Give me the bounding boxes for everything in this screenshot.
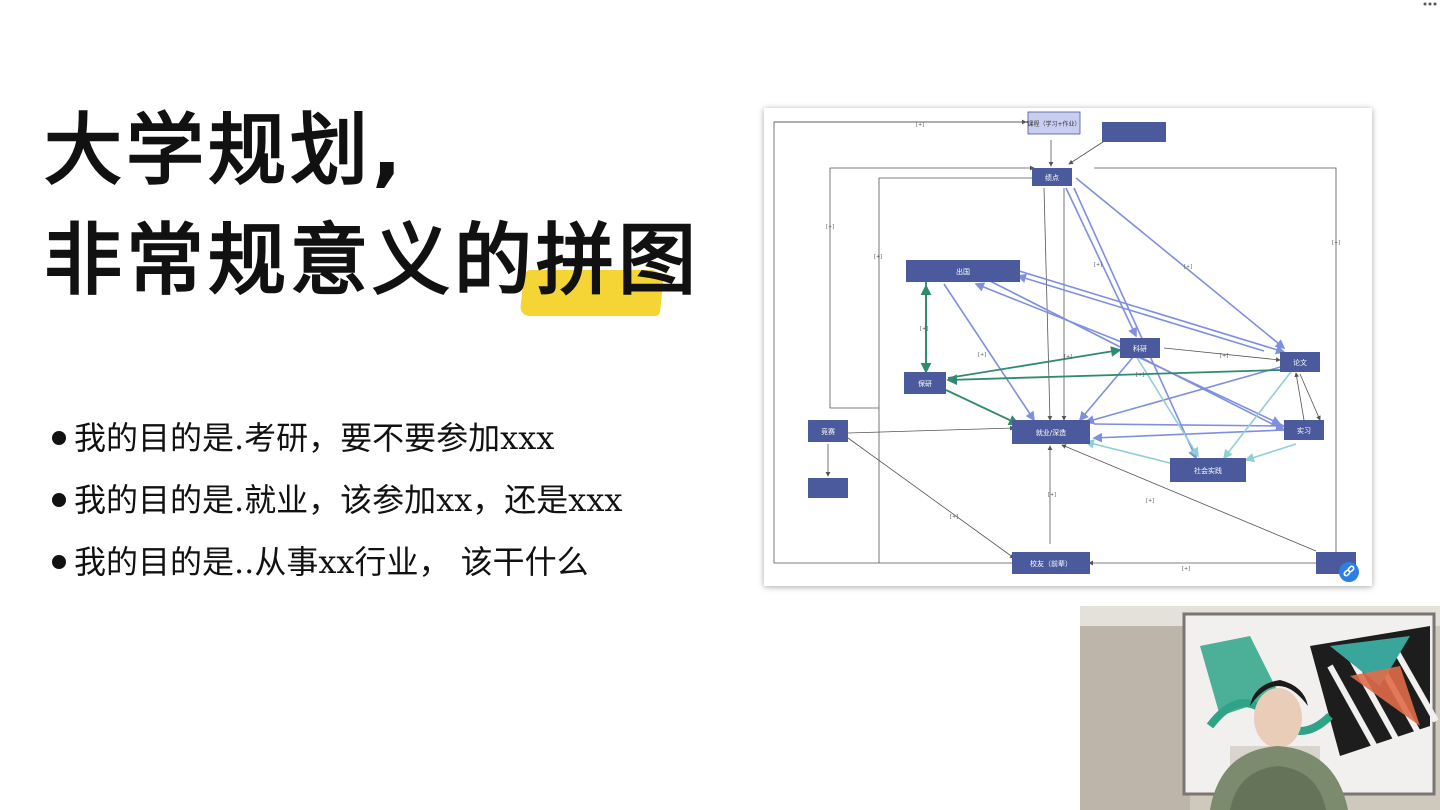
svg-text:[+]: [+] xyxy=(1094,262,1102,268)
planning-flow-diagram: [+] [+] [+] [+] [+] [+] [+] [+] [+] [+] … xyxy=(764,108,1372,586)
green-edges xyxy=(920,282,1281,426)
node-label: 社会实践 xyxy=(1194,466,1222,475)
bullet-text: 我的目的是.就业，该参加xx，还是xxx xyxy=(74,481,623,519)
svg-text:[+]: [+] xyxy=(1182,566,1190,572)
bullet-item: 我的目的是..从事xx行业， 该干什么 xyxy=(52,542,622,604)
node-label: 保研 xyxy=(918,379,932,388)
slide-title-line1: 大学规划, xyxy=(44,106,406,196)
bullet-text: 我的目的是.考研，要不要参加xxx xyxy=(74,419,555,457)
svg-text:[+]: [+] xyxy=(1184,264,1192,270)
webcam-scene xyxy=(1080,606,1440,810)
svg-text:[+]: [+] xyxy=(916,122,924,128)
svg-text:[+]: [+] xyxy=(1146,498,1154,504)
node-alumni xyxy=(1012,552,1090,574)
node-courses xyxy=(1027,111,1081,135)
node-label: 校友（前辈） xyxy=(1030,559,1072,568)
node-study-abroad xyxy=(906,260,1020,282)
svg-text:[+]: [+] xyxy=(1220,353,1228,359)
blue-edges xyxy=(943,177,1286,460)
node-gpa xyxy=(1032,168,1072,186)
link-icon xyxy=(1343,565,1355,577)
node-award xyxy=(808,478,848,498)
cyan-edges xyxy=(1084,355,1297,465)
node-label: 就业/深造 xyxy=(1036,428,1066,437)
svg-text:[+]: [+] xyxy=(1136,372,1144,378)
svg-text:[+]: [+] xyxy=(1048,492,1056,498)
node-label: 实习 xyxy=(1297,426,1311,435)
node-grad-recommend xyxy=(904,372,946,394)
svg-text:[+]: [+] xyxy=(826,224,834,230)
node-research xyxy=(1120,338,1160,358)
diagram-canvas: [+] [+] [+] [+] [+] [+] [+] [+] [+] [+] … xyxy=(773,111,1356,574)
frame-edges xyxy=(773,119,1337,566)
node-alumni-top xyxy=(1102,122,1166,142)
node-label: 课程（学习+作业） xyxy=(1027,120,1080,128)
webcam-video xyxy=(1080,606,1440,810)
bullet-text: 我的目的是..从事xx行业， 该干什么 xyxy=(74,543,589,581)
slide-title-line2: 非常规意义的拼图 xyxy=(44,216,701,306)
node-label: 论文 xyxy=(1293,358,1307,367)
svg-text:[+]: [+] xyxy=(978,352,986,358)
bullet-item: 我的目的是.考研，要不要参加xxx xyxy=(52,418,622,480)
bullet-dot-icon xyxy=(52,492,66,507)
edge-labels: [+] [+] [+] [+] [+] [+] [+] [+] [+] [+] … xyxy=(826,122,1340,572)
svg-text:[+]: [+] xyxy=(874,254,882,260)
node-internship xyxy=(1284,420,1324,440)
bullet-item: 我的目的是.就业，该参加xx，还是xxx xyxy=(52,480,622,542)
node-social-practice xyxy=(1170,458,1246,482)
svg-text:[+]: [+] xyxy=(1332,240,1340,246)
bullet-dot-icon xyxy=(52,430,66,445)
node-label: 竞赛 xyxy=(821,427,835,436)
bullet-dot-icon xyxy=(52,554,66,569)
node-paper xyxy=(1280,352,1320,372)
node-label: 出国 xyxy=(956,267,970,276)
svg-text:[+]: [+] xyxy=(920,326,928,332)
more-dots-icon[interactable] xyxy=(1422,0,1438,8)
node-label: 科研 xyxy=(1133,344,1147,353)
svg-text:[+]: [+] xyxy=(1064,354,1072,360)
node-competition xyxy=(808,420,848,442)
node-employment xyxy=(1012,420,1090,444)
diagram-nodes: 课程（学习+作业） 绩点 出国 科研 论文 保研 竞赛 就业/深造 实习 社会实… xyxy=(808,111,1356,574)
node-label: 绩点 xyxy=(1045,173,1059,182)
bullet-list: 我的目的是.考研，要不要参加xxx 我的目的是.就业，该参加xx，还是xxx 我… xyxy=(52,418,622,604)
link-button[interactable] xyxy=(1339,562,1359,582)
svg-text:[+]: [+] xyxy=(950,514,958,520)
